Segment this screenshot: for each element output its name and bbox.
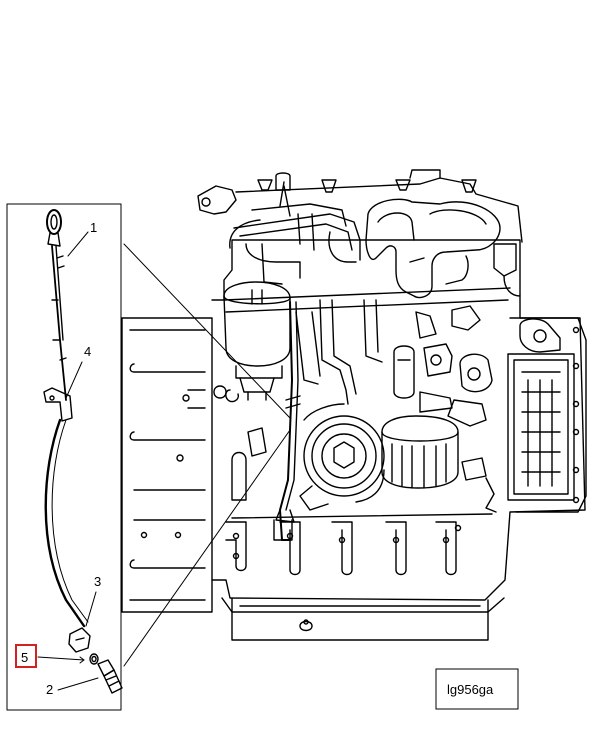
- dipstick-detail-panel: [6, 203, 122, 711]
- callout-3: 3: [94, 574, 101, 589]
- leader-line-2: [57, 677, 99, 691]
- callout-5-highlight: [15, 644, 37, 668]
- callout-2: 2: [46, 682, 53, 697]
- callout-1: 1: [90, 220, 97, 235]
- dipstick-assembly: [43, 209, 123, 694]
- leader-line-1: [67, 231, 89, 257]
- leader-line-3: [85, 591, 97, 627]
- callout-4: 4: [84, 344, 91, 359]
- callout-5: 5: [21, 650, 28, 665]
- leader-line-5: [37, 656, 85, 661]
- engine-illustration: [121, 169, 587, 641]
- locator-line-bottom: [123, 429, 291, 667]
- reference-label-box: [435, 668, 519, 710]
- reference-label: lg956ga: [447, 682, 494, 697]
- locator-line-top: [123, 243, 291, 419]
- leader-line-4: [65, 361, 83, 399]
